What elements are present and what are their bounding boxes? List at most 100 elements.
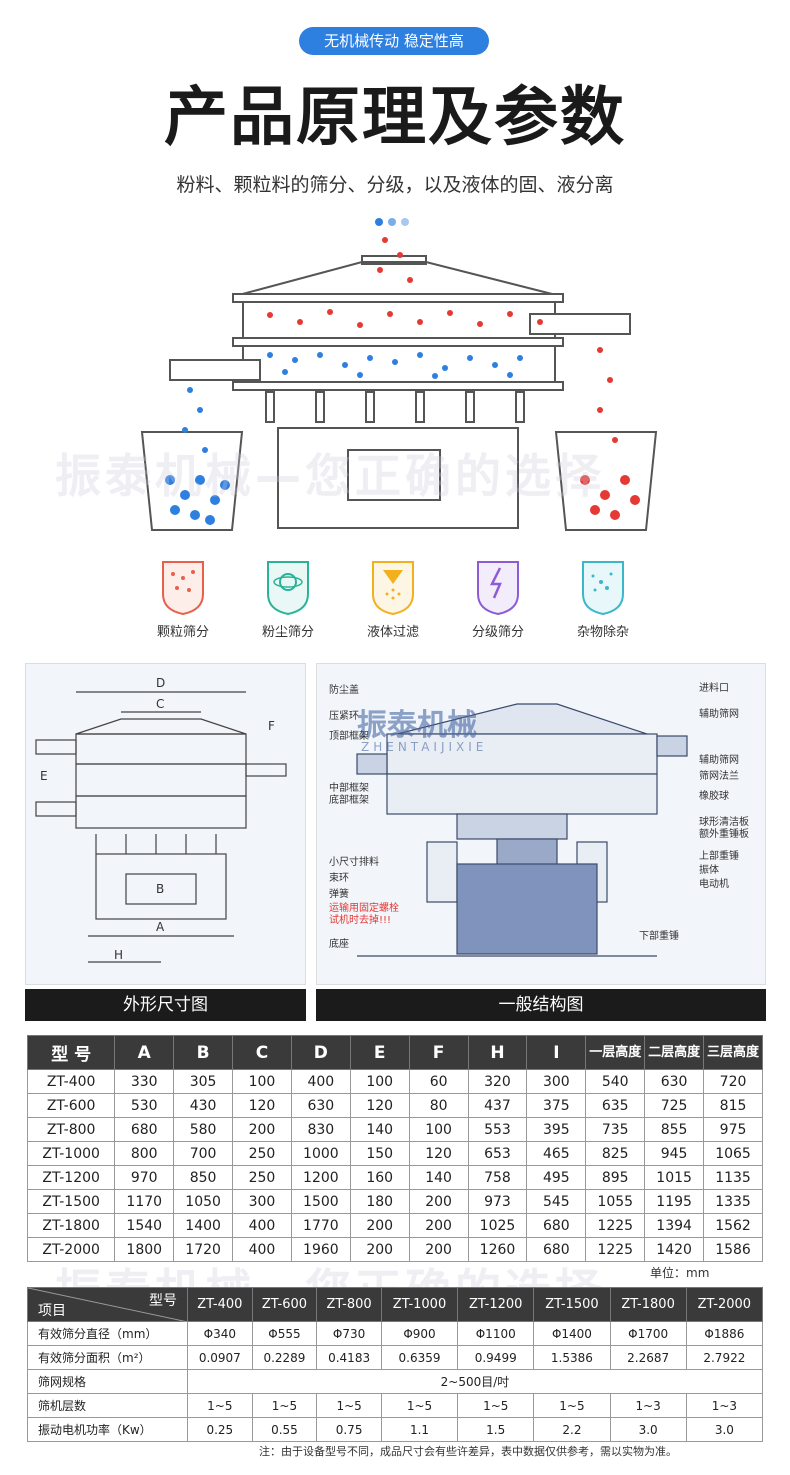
col-c: C	[232, 1035, 292, 1070]
table-cell: 545	[526, 1189, 587, 1214]
label-spring: 弹簧	[329, 889, 349, 900]
table-cell: ZT-800	[26, 1117, 116, 1142]
spec-row-label: 有效筛分直径（mm）	[27, 1321, 188, 1346]
table-cell: 120	[349, 1093, 410, 1118]
table-cell: 895	[585, 1165, 646, 1190]
table-cell: 1420	[644, 1237, 705, 1262]
structure-drawing-caption: 一般结构图	[316, 989, 766, 1021]
spec-table: 型号 项目 ZT-400 ZT-600 ZT-800 ZT-1000 ZT-12…	[27, 1287, 764, 1442]
table-cell: 680	[526, 1213, 587, 1238]
feature-label: 分级筛分	[471, 625, 524, 640]
table-cell: 330	[114, 1069, 175, 1094]
table-cell: Φ1100	[457, 1321, 535, 1346]
page-title: 产品原理及参数	[164, 81, 626, 155]
table-cell: 200	[408, 1189, 469, 1214]
table-cell: 800	[114, 1141, 175, 1166]
table-cell: 60	[408, 1069, 469, 1094]
structure-drawing: 振泰机械 ZHENTAIJIXIE 防尘盖 压紧环 顶部框架 中部框架 底部框架…	[316, 663, 766, 985]
col-model: 型 号	[26, 1035, 116, 1070]
table-cell: 1195	[644, 1189, 705, 1214]
spec-merged-cell: 2~500目/吋	[187, 1369, 763, 1394]
dimension-drawing-svg	[35, 691, 287, 963]
table-cell: 1050	[173, 1189, 234, 1214]
table-cell: 0.2289	[251, 1345, 318, 1370]
unit-label: 单位：mm	[650, 1266, 710, 1280]
feature-icons-row: 颗粒筛分 粉尘筛分 液体过滤 分级筛分 杂物除杂	[130, 558, 660, 640]
table-cell: 1200	[290, 1165, 351, 1190]
table-cell: 1~5	[187, 1393, 253, 1418]
label-transport-bolt: 运输用固定螺栓	[329, 903, 399, 914]
table-cell: 1~5	[251, 1393, 318, 1418]
table-cell: 653	[467, 1141, 528, 1166]
table-cell: 850	[173, 1165, 234, 1190]
diagonal-line	[28, 1288, 188, 1322]
table-cell: Φ555	[251, 1321, 318, 1346]
grading-sieve-icon	[477, 561, 519, 616]
table-cell: 0.75	[316, 1417, 382, 1442]
feature-label: 杂物除杂	[576, 625, 629, 640]
table-cell: 830	[290, 1117, 351, 1142]
corner-cell: 型号 项目	[27, 1287, 188, 1322]
granule-sieve-icon	[162, 561, 204, 616]
table-cell: 300	[232, 1189, 292, 1214]
impurity-removal-icon	[582, 561, 624, 616]
table-cell: 0.25	[187, 1417, 253, 1442]
feature-badge: 无机械传动 稳定性高	[299, 27, 489, 55]
spec-model-header: ZT-400	[187, 1287, 253, 1322]
label-remove-warning: 试机时去掉!!!	[329, 915, 392, 926]
footnote: 注：由于设备型号不同，成品尺寸会有些许差异，表中数据仅供参考，需以实物为准。	[259, 1445, 677, 1458]
table-cell: 630	[644, 1069, 705, 1094]
spec-model-header: ZT-600	[251, 1287, 318, 1322]
table-cell: 200	[408, 1213, 469, 1238]
label-screen-flange: 筛网法兰	[699, 771, 739, 782]
table-cell: 305	[173, 1069, 234, 1094]
label-upper-weight: 上部重锤	[699, 851, 739, 862]
table-cell: 430	[173, 1093, 234, 1118]
table-cell: 0.9499	[457, 1345, 535, 1370]
table-cell: Φ340	[187, 1321, 253, 1346]
feature-item: 液体过滤	[348, 558, 438, 640]
table-cell: 150	[349, 1141, 410, 1166]
table-header-row: 型 号 A B C D E F H I 一层高度 二层高度 三层高度	[26, 1035, 763, 1070]
table-cell: 735	[585, 1117, 646, 1142]
dim-label-f: F	[268, 719, 275, 733]
table-cell: 1540	[114, 1213, 175, 1238]
table-cell: 375	[526, 1093, 587, 1118]
table-cell: 1.5	[457, 1417, 535, 1442]
table-cell: 100	[349, 1069, 410, 1094]
feature-item: 粉尘筛分	[243, 558, 333, 640]
table-cell: 975	[703, 1117, 763, 1142]
table-cell: 1055	[585, 1189, 646, 1214]
table-cell: 3.0	[685, 1417, 764, 1442]
table-cell: 553	[467, 1117, 528, 1142]
table-cell: Φ730	[316, 1321, 382, 1346]
table-cell: 0.6359	[380, 1345, 459, 1370]
table-cell: 680	[114, 1117, 175, 1142]
table-cell: 1394	[644, 1213, 705, 1238]
label-top-frame: 顶部框架	[329, 731, 369, 742]
col-one-layer-height: 一层高度	[585, 1035, 646, 1070]
table-cell: 580	[173, 1117, 234, 1142]
table-cell: 320	[467, 1069, 528, 1094]
spec-row-label: 筛网规格	[27, 1369, 188, 1394]
table-cell: 100	[232, 1069, 292, 1094]
label-extra-weight-plate: 额外重锤板	[699, 829, 749, 840]
table-cell: 1.1	[380, 1417, 459, 1442]
table-cell: 1135	[703, 1165, 763, 1190]
table-cell: 630	[290, 1093, 351, 1118]
table-cell: 1400	[173, 1213, 234, 1238]
sieve-principle-diagram	[130, 210, 660, 540]
table-cell: 495	[526, 1165, 587, 1190]
label-rubber-ball: 橡胶球	[699, 791, 729, 802]
label-small-discharge: 小尺寸排料	[329, 857, 379, 868]
table-cell: 120	[408, 1141, 469, 1166]
spec-model-header: ZT-1800	[609, 1287, 687, 1322]
sieve-machine-illustration	[140, 218, 658, 531]
table-cell: ZT-1000	[26, 1141, 116, 1166]
table-cell: 1000	[290, 1141, 351, 1166]
